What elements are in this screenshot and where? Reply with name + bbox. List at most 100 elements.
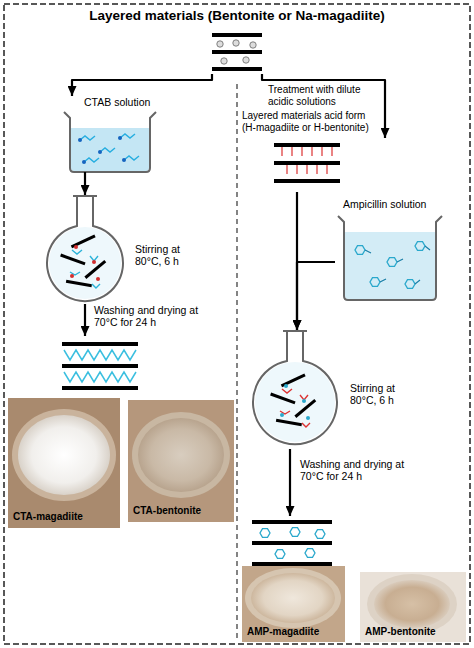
molecule-head — [82, 160, 86, 164]
sodium-ion — [221, 58, 227, 64]
left-flask — [47, 196, 123, 301]
sodium-ion — [250, 42, 256, 48]
node-text: Ampicillin solution — [343, 198, 448, 210]
ampicillin-molecule — [387, 258, 397, 267]
molecule-head — [98, 150, 102, 154]
node-text: CTAB solution — [84, 96, 164, 108]
process-arrow — [84, 172, 86, 195]
flask-liquid — [255, 362, 335, 442]
powder-sample — [138, 418, 224, 492]
photo-background — [128, 400, 234, 522]
ctab-beaker — [64, 112, 156, 172]
photo-node: CTA-magadiite — [8, 398, 120, 528]
clay-layer — [281, 374, 306, 388]
clay-layer — [66, 280, 92, 287]
ampicillin-molecule — [405, 280, 415, 289]
ampicillin-molecule — [260, 529, 270, 538]
proton-groups — [282, 147, 332, 174]
clay-layer — [71, 235, 96, 249]
clay-layer — [252, 562, 332, 566]
petri-dish — [245, 568, 341, 628]
petri-dish — [132, 412, 230, 498]
clay-layer — [84, 260, 106, 279]
clay-layer — [62, 386, 138, 390]
ctab-molecules — [80, 134, 139, 162]
molecule-head — [78, 138, 82, 142]
molecule-head — [92, 260, 96, 264]
photo-background — [242, 566, 345, 642]
node-text: Layered materials (Bentonite or Na-magad… — [40, 8, 434, 24]
sodium-ion — [233, 40, 239, 46]
beaker-outline — [64, 112, 156, 172]
ampicillin-molecule — [290, 528, 300, 537]
clay-layer — [276, 419, 302, 426]
process-note: Washing and drying at 70°C for 24 h — [94, 304, 206, 329]
beaker-liquid — [71, 128, 149, 171]
clay-layer — [212, 67, 262, 71]
sample-photos — [8, 398, 466, 642]
photo-background — [8, 398, 120, 528]
intercalated-chains — [64, 372, 136, 382]
powder-sample — [251, 573, 335, 623]
process-arrow — [262, 74, 385, 138]
photo-background — [360, 572, 466, 642]
ampicillin-molecule — [355, 246, 365, 255]
flask-liquid — [49, 227, 121, 299]
photo-node: CTA-bentonite — [128, 400, 234, 522]
clay-layer — [252, 541, 332, 545]
clay-layer — [270, 393, 295, 405]
photo-node: AMP-magadiite — [242, 566, 345, 642]
molecule-tail — [365, 246, 430, 284]
ampicillin-molecule — [305, 549, 315, 558]
edge-label: Treatment with dilute acidic solutions — [268, 84, 382, 108]
molecule-head — [118, 136, 122, 140]
ampicillin-molecule — [275, 550, 285, 559]
node-text: CTA-bentonite — [133, 505, 231, 517]
ampicillin-molecule — [415, 242, 425, 251]
molecule-head — [306, 416, 310, 420]
powder-sample — [18, 415, 110, 495]
flask-outline — [47, 196, 123, 301]
amp-product-layers — [252, 520, 332, 566]
beaker-outline — [338, 216, 442, 300]
powder-sample — [374, 580, 450, 628]
clay-layer — [274, 143, 340, 147]
title-node: Layered materials (Bentonite or Na-magad… — [40, 6, 434, 74]
node-text: AMP-bentonite — [365, 626, 463, 638]
node-text: Stirring at 80°C, 6 h — [135, 243, 207, 268]
layered-material — [212, 33, 262, 71]
clay-layer — [274, 179, 340, 183]
ampicillin-beaker — [338, 216, 442, 300]
node-text: AMP-magadiite — [247, 626, 343, 638]
process-arrow — [72, 74, 212, 96]
molecule-head — [284, 384, 288, 388]
molecule-head — [74, 245, 78, 249]
process-arrow — [84, 304, 86, 336]
clay-layer — [62, 342, 138, 346]
photo-node: AMP-bentonite — [360, 572, 466, 642]
molecule-head — [122, 158, 126, 162]
node-text: Layered materials acid form (H-magadiite… — [242, 110, 378, 134]
clay-layer — [294, 399, 316, 418]
molecule-head — [302, 399, 306, 403]
molecule-head — [70, 274, 74, 278]
petri-dish — [12, 409, 116, 501]
outer-dashed-border — [4, 4, 470, 644]
sodium-ion — [217, 41, 223, 47]
flask-node: Stirring at 80°C, 6 h — [38, 195, 215, 302]
sodium-ion — [243, 57, 249, 63]
clay-layer — [252, 520, 332, 524]
process-arrow — [289, 449, 291, 516]
beaker-liquid — [345, 232, 435, 299]
molecule-head — [96, 277, 100, 281]
proton-groups — [280, 389, 310, 427]
process-note: Washing and drying at 70°C for 24 h — [300, 458, 412, 483]
clay-layer — [60, 254, 85, 266]
intercalated-chains — [64, 350, 136, 360]
process-arrow — [297, 262, 335, 330]
petri-dish — [367, 574, 457, 634]
node-text: CTA-magadiite — [13, 511, 118, 523]
